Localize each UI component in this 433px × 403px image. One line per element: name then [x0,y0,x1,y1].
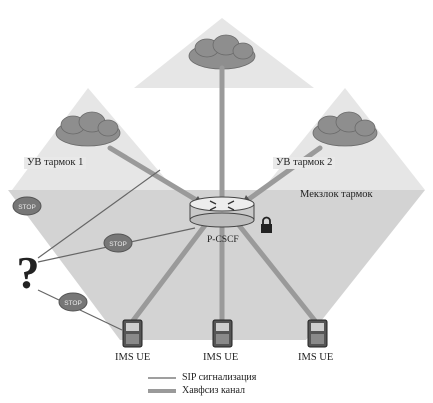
unknown-intruder-icon: ? [17,247,40,298]
domain-label-left: УВ тармок 1 [24,157,87,169]
legend-secure-label: Хавфсиз канал [182,385,245,396]
svg-text:STOP: STOP [64,300,82,307]
pcscf-label: P-CSCF [207,235,239,245]
lock-icon [261,216,272,233]
phone-icon [307,319,328,348]
svg-text:STOP: STOP [18,204,36,211]
legend-signaling-label: SIP сигнализация [182,372,257,383]
stop-sign-icon: STOP [58,292,88,312]
stop-sign-icon: STOP [103,233,133,253]
stop-sign-icon: STOP [12,196,42,216]
cloud-icon [312,111,378,147]
home-network-region [8,190,425,340]
domain-label-right: УВ тармок 2 [273,157,336,169]
cloud-icon [188,34,256,70]
ue-label-right: IMS UE [298,352,334,363]
domain-label-center: Мекзлок тармок [300,189,373,200]
router-icon [189,196,255,228]
phone-icon [122,319,143,348]
ue-label-left: IMS UE [115,352,151,363]
cloud-icon [55,111,121,147]
phone-icon [212,319,233,348]
ue-label-center: IMS UE [203,352,239,363]
svg-text:STOP: STOP [109,241,127,248]
